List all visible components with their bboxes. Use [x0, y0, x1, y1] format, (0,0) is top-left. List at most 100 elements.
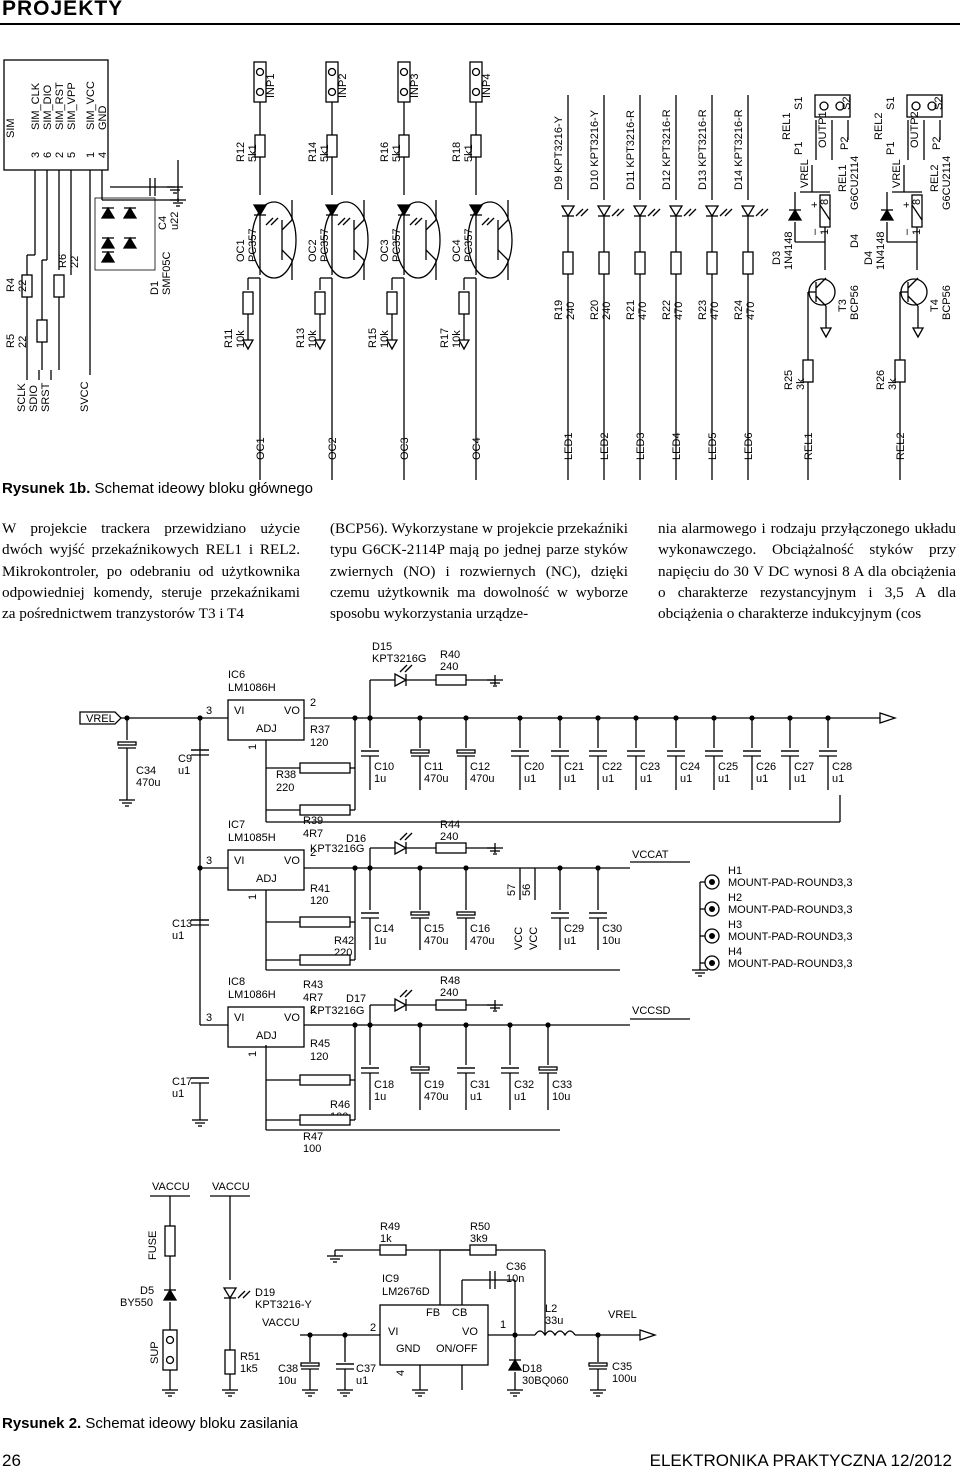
component-label: D14 KPT3216-R: [733, 109, 745, 190]
net-label: VACCU: [152, 1181, 190, 1193]
resistor: [598, 251, 610, 275]
component-label: 10k: [307, 330, 319, 348]
header-rule: [0, 23, 960, 25]
diode: [252, 204, 268, 217]
component-label: VO: [284, 1012, 300, 1024]
component-label: D18: [522, 1363, 542, 1375]
pin-number: 5: [66, 152, 78, 158]
component-label: IC8: [228, 976, 245, 988]
component-label: P2: [931, 137, 943, 150]
component-label: C24: [680, 761, 700, 773]
junction-dot: [352, 1022, 358, 1028]
connector-label: INP1: [265, 74, 277, 98]
component-label: 22: [17, 280, 29, 292]
component-label: ADJ: [256, 723, 277, 735]
junction-dot: [512, 1332, 518, 1338]
wire: [486, 217, 495, 226]
wire: [281, 219, 293, 231]
wire: [911, 204, 923, 221]
net-label: OC2: [327, 437, 339, 460]
junction-dot: [352, 865, 358, 871]
component-label: C36: [506, 1261, 526, 1273]
component-label: 2: [370, 1322, 376, 1334]
component-label: 57: [506, 884, 518, 896]
pin-name: SIM_RST: [54, 82, 66, 130]
component-label: C27: [794, 761, 814, 773]
component-label: C19: [424, 1079, 444, 1091]
figure1-caption: Rysunek 1b. Schemat ideowy bloku główneg…: [2, 480, 313, 497]
component-label: 120: [310, 895, 328, 907]
junction-dot: [197, 715, 203, 721]
component-label: u1: [756, 773, 768, 785]
component-label: OUTP1: [817, 111, 829, 148]
resistor: [706, 251, 718, 275]
component-label: GND: [396, 1343, 421, 1355]
component-label: 22: [17, 336, 29, 348]
component-label: VI: [388, 1326, 398, 1338]
component-label: 100: [303, 1143, 321, 1155]
component-label: R24: [733, 300, 745, 320]
component-label: 470u: [424, 935, 448, 947]
wire: [760, 208, 769, 217]
wire: [497, 249, 509, 261]
component-label: P2: [839, 137, 851, 150]
net-label: VACCU: [212, 1181, 250, 1193]
component-label: 10k: [235, 330, 247, 348]
connector-pin: [471, 87, 481, 97]
paragraph: nia alarmowego i rodzaju przyłączonego u…: [658, 520, 956, 623]
component-label: D3: [771, 251, 783, 265]
component-label: 5k1: [463, 144, 475, 162]
component-label: VREL: [799, 159, 811, 188]
component-label: R47: [303, 1131, 323, 1143]
junction-dot: [342, 1332, 348, 1338]
pin-number: 4: [97, 152, 109, 158]
diode: [396, 204, 412, 217]
junction-dot: [507, 1022, 513, 1028]
wire: [683, 208, 692, 217]
component-label: 470: [745, 302, 757, 320]
resistor: [299, 804, 351, 816]
wire: [342, 217, 351, 226]
diode: [324, 204, 340, 217]
component-label: 470u: [136, 777, 160, 789]
diode: [100, 206, 116, 219]
component-label: 100u: [612, 1373, 636, 1385]
component-label: u1: [680, 773, 692, 785]
page-number: 26: [2, 1451, 21, 1470]
wire: [688, 208, 697, 217]
component-label: u1: [356, 1375, 368, 1387]
component-label: 240: [565, 302, 577, 320]
figure2-label: Rysunek 2.: [2, 1415, 82, 1432]
tvs-array: [94, 197, 156, 271]
component-label: D5: [140, 1285, 154, 1297]
mount-pad: [709, 960, 715, 966]
connector-label: INP3: [409, 74, 421, 98]
component-label: 1N4148: [783, 231, 795, 270]
component-label: 1u: [374, 935, 386, 947]
ground-symbol: [385, 339, 399, 351]
component-label: R6: [57, 254, 69, 268]
pin-number: 1: [85, 152, 97, 158]
capacitor: [456, 749, 476, 754]
component-label: REL2: [929, 164, 941, 192]
component-label: D10 KPT3216-Y: [589, 109, 601, 190]
component-label: VO: [284, 855, 300, 867]
diode: [507, 1358, 523, 1371]
component-label: –: [809, 228, 821, 235]
net-label: SCLK: [16, 383, 28, 412]
component-label: 3: [206, 1012, 212, 1024]
component-label: VI: [234, 705, 244, 717]
component-label: C17: [172, 1076, 192, 1088]
junction-dot: [417, 715, 423, 721]
component-label: VREL: [891, 159, 903, 188]
component-label: C28: [832, 761, 852, 773]
resistor: [242, 291, 254, 315]
component-label: 22: [69, 256, 81, 268]
junction-dot: [463, 1022, 469, 1028]
pin-name: SIM_DIO: [42, 84, 54, 130]
component-label: 240: [440, 661, 458, 673]
component-label: R18: [451, 142, 463, 162]
component-label: C23: [640, 761, 660, 773]
component-label: 3k: [795, 378, 807, 390]
component-label: u1: [640, 773, 652, 785]
